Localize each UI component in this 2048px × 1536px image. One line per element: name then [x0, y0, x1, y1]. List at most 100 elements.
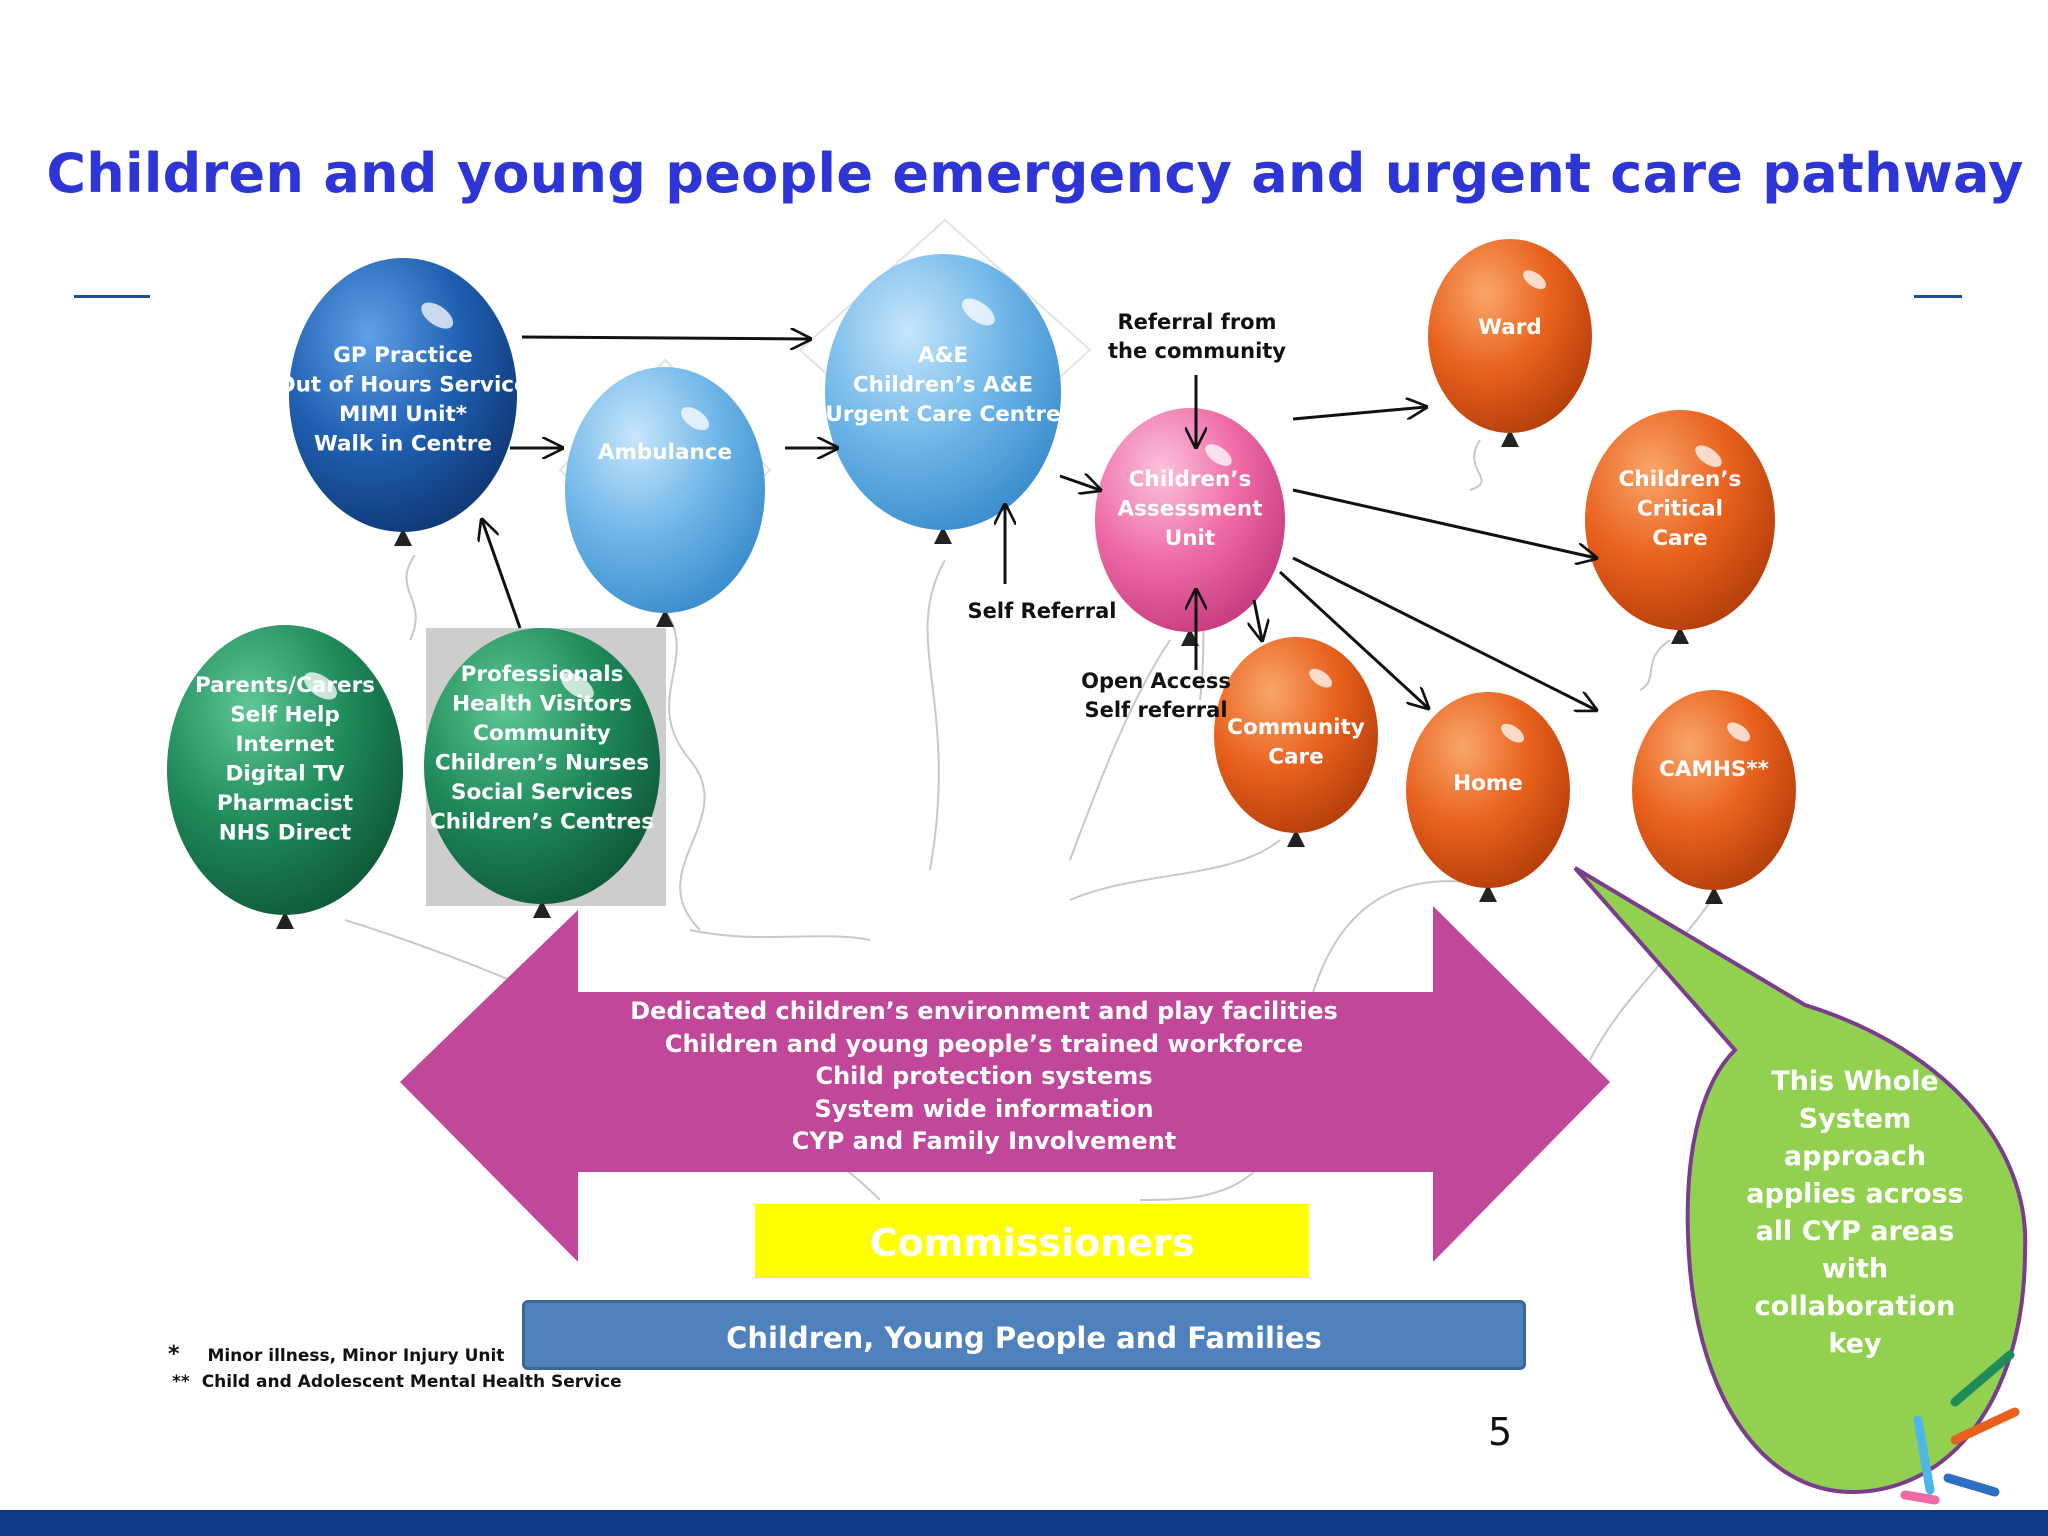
- balloon-ae: A&E Children’s A&E Urgent Care Centre: [825, 254, 1061, 544]
- commissioners-box: Commissioners: [755, 1204, 1309, 1278]
- balloon-highlight: [1523, 270, 1547, 290]
- arrow-band-text: Dedicated children’s environment and pla…: [630, 997, 1338, 1155]
- balloon-knot: [1671, 626, 1689, 644]
- balloon-label: Social Services: [451, 780, 633, 805]
- balloon-label: Community: [473, 721, 611, 746]
- balloon-body: [1095, 408, 1285, 632]
- footnote-1: * Minor illness, Minor Injury Unit: [168, 1342, 505, 1367]
- balloon-highlight: [421, 302, 454, 329]
- referral-labels: Referral from the community Self Referra…: [968, 310, 1287, 722]
- balloon-label: Pharmacist: [217, 791, 353, 816]
- page-number: 5: [1488, 1410, 1513, 1454]
- balloon-ward: Ward: [1428, 239, 1592, 447]
- balloon-body: [1585, 410, 1775, 630]
- balloon-label: Children’s Nurses: [435, 751, 649, 776]
- balloon-body: [1214, 637, 1378, 833]
- balloon-label: Care: [1268, 745, 1323, 770]
- band-line-5: CYP and Family Involvement: [792, 1127, 1177, 1155]
- callout-line: key: [1828, 1329, 1882, 1360]
- balloon-label: Digital TV: [226, 762, 345, 787]
- balloon-label: Urgent Care Centre: [825, 402, 1060, 427]
- balloon-label: Professionals: [461, 662, 624, 687]
- callout-line: System: [1799, 1104, 1911, 1135]
- band-line-3: Child protection systems: [815, 1062, 1152, 1090]
- balloon-label: GP Practice: [333, 343, 472, 368]
- double-arrow-band: [400, 906, 1610, 1262]
- callout-line: all CYP areas: [1756, 1216, 1955, 1247]
- balloon-label: Children’s Centres: [430, 810, 654, 835]
- balloon-label: Ward: [1478, 315, 1541, 340]
- balloon-label: Self Help: [230, 703, 340, 728]
- balloon-label: Community: [1227, 715, 1365, 740]
- balloon-label: Health Visitors: [452, 692, 632, 717]
- balloon-label: Internet: [236, 732, 335, 757]
- balloon-body: [1406, 692, 1570, 888]
- balloon-label: Children’s: [1619, 467, 1742, 492]
- referral-community-label-2: the community: [1108, 339, 1286, 363]
- balloon-knot: [934, 526, 952, 544]
- footnote-2-mark: **: [172, 1372, 190, 1392]
- balloon-label: Walk in Centre: [314, 432, 492, 457]
- balloon-highlight: [1695, 445, 1722, 467]
- balloon-highlight: [560, 672, 594, 700]
- balloon-highlight: [303, 672, 337, 700]
- balloon-label: NHS Direct: [219, 821, 351, 846]
- referral-community-label-1: Referral from: [1118, 310, 1277, 334]
- balloon-body: [1632, 690, 1796, 890]
- flow-arrows: [482, 337, 1596, 710]
- band-line-4: System wide information: [814, 1095, 1153, 1123]
- balloon-body: [424, 628, 660, 904]
- balloon-highlight: [1501, 723, 1525, 743]
- open-access-label-1: Open Access: [1081, 669, 1231, 693]
- balloon-label: Assessment: [1118, 497, 1263, 522]
- balloon-label: Parents/Carers: [195, 673, 375, 698]
- balloon-body: [167, 625, 403, 915]
- bottom-bar: [0, 1510, 2048, 1536]
- balloon-label: Out of Hours Service: [277, 373, 528, 398]
- balloon-knot: [1287, 829, 1305, 847]
- balloon-label: A&E: [918, 343, 968, 368]
- balloon-body: [565, 367, 765, 613]
- balloon-label: Children’s: [1129, 467, 1252, 492]
- balloon-label: Children’s A&E: [853, 373, 1033, 398]
- balloon-knot: [394, 528, 412, 546]
- balloon-label: CAMHS**: [1659, 757, 1769, 782]
- band-line-2: Children and young people’s trained work…: [665, 1030, 1303, 1058]
- footnote-1-text: Minor illness, Minor Injury Unit: [207, 1346, 505, 1366]
- callout-line: collaboration: [1755, 1291, 1956, 1322]
- balloon-highlight: [1309, 668, 1333, 688]
- balloon-ambulance: Ambulance: [565, 367, 765, 627]
- left-rule: [74, 295, 150, 298]
- footnote-1-mark: *: [168, 1342, 180, 1367]
- self-referral-label: Self Referral: [968, 599, 1117, 623]
- balloon-knot: [656, 609, 674, 627]
- balloon-knot: [1479, 884, 1497, 902]
- balloon-label: MIMI Unit*: [339, 402, 467, 427]
- callout-line: This Whole: [1771, 1066, 1938, 1097]
- balloon-label: Ambulance: [598, 440, 732, 465]
- balloon-body: [825, 254, 1061, 530]
- balloon-knot: [1501, 429, 1519, 447]
- callout-line: approach: [1784, 1141, 1926, 1172]
- balloon-highlight: [1727, 722, 1751, 742]
- balloon-knot: [276, 911, 294, 929]
- families-bar: Children, Young People and Families: [522, 1300, 1526, 1370]
- balloon-label: Critical: [1637, 497, 1723, 522]
- callout-line: with: [1822, 1254, 1888, 1285]
- balloon-highlight: [680, 407, 710, 431]
- balloon-body: [289, 258, 517, 532]
- balloon-camhs: CAMHS**: [1632, 690, 1796, 904]
- balloon-knot: [533, 900, 551, 918]
- page-title: Children and young people emergency and …: [46, 142, 2024, 205]
- callout-line: applies across: [1746, 1179, 1963, 1210]
- balloon-label: Home: [1453, 771, 1523, 796]
- balloon-highlight: [961, 298, 995, 326]
- footnote-2-text: Child and Adolescent Mental Health Servi…: [201, 1372, 622, 1392]
- band-line-1: Dedicated children’s environment and pla…: [630, 997, 1338, 1025]
- balloon-label: Care: [1652, 526, 1707, 551]
